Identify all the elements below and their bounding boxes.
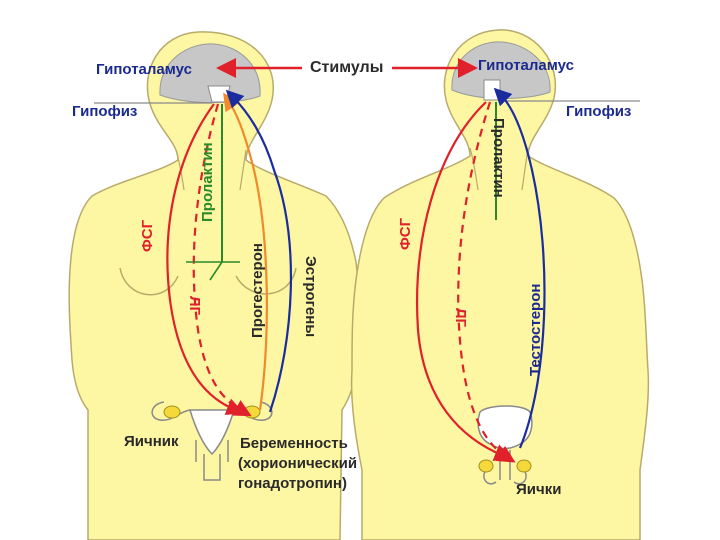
ovary-label: Яичник — [124, 433, 179, 450]
pregnancy-label-line2: (хорионический — [238, 455, 358, 472]
testis-right-icon — [516, 459, 532, 473]
female-estrogens-path — [225, 89, 293, 413]
ovary-left-icon — [163, 405, 181, 419]
estrogens-label: Эстрогены — [302, 256, 319, 338]
male-testosterone-path — [493, 87, 546, 449]
testosterone-label: Тестостерон — [527, 283, 544, 376]
pregnancy-label-line3: гонадотропин) — [238, 475, 347, 492]
pituitary-female — [207, 85, 231, 103]
lh-label-female: ЛГ — [186, 296, 203, 316]
prolactin-label-female: Пролактин — [199, 142, 216, 222]
pituitary-label-female: Гипофиз — [72, 103, 138, 120]
hypothalamus-label-male: Гипоталамус — [478, 57, 574, 74]
female-lh-path — [192, 103, 252, 417]
female-breast-left — [119, 267, 179, 296]
progesterone-label: Прогестерон — [249, 243, 266, 338]
ovary-right-icon — [243, 405, 261, 419]
female-prolactin-branches — [186, 261, 240, 281]
male-lh-path — [457, 101, 516, 463]
female-progesterone-path — [223, 92, 268, 411]
prolactin-label-male: Пролактин — [490, 118, 507, 198]
stimuli-label: Стимулы — [310, 59, 384, 76]
testes-label: Яички — [516, 481, 562, 498]
hypothalamus-label-female: Гипоталамус — [96, 61, 192, 78]
pituitary-label-male: Гипофиз — [566, 103, 632, 120]
fsh-label-male: ФСГ — [397, 217, 414, 250]
lh-label-male: ЛГ — [452, 308, 469, 328]
male-fsh-path — [416, 101, 513, 461]
pituitary-male — [483, 79, 501, 101]
female-fsh-path — [166, 103, 245, 416]
testis-left-icon — [478, 459, 494, 473]
fsh-label-female: ФСГ — [139, 219, 156, 252]
pregnancy-label-line1: Беременность — [240, 435, 348, 452]
female-breast-right — [235, 267, 297, 295]
